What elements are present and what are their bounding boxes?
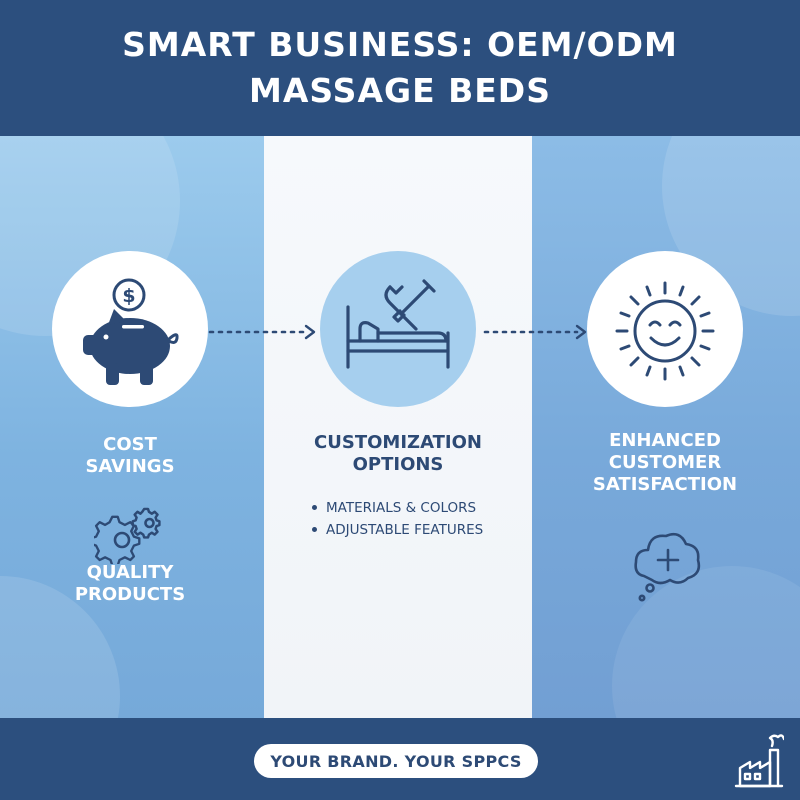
customization-label: CUSTOMIZATION OPTIONS [314,432,482,475]
content-area: $ [0,136,800,718]
bed-tools-icon [346,279,450,369]
factory-icon [734,734,784,788]
smiling-sun-icon [615,281,715,381]
header-banner: SMART BUSINESS: OEM/ODM MASSAGE BEDS [0,0,800,136]
bullet-adjustable-features: ADJUSTABLE FEATURES [312,519,483,541]
cost-savings-circle: $ [52,251,208,407]
satisfaction-label: ENHANCED CUSTOMER SATISFACTION [592,430,738,495]
title-line-2: MASSAGE BEDS [249,71,551,110]
title-line-1: SMART BUSINESS: OEM/ODM [122,25,678,64]
thought-bubble-plus-icon [634,532,701,602]
cost-savings-label: COST SAVINGS [85,434,175,477]
arrow-connector-2 [483,324,587,340]
footer-banner: YOUR BRAND. YOUR SPPCS [0,718,800,800]
customization-circle [320,251,476,407]
column-satisfaction [532,136,800,718]
quality-products-label: QUALITY PRODUCTS [74,562,186,605]
column-cost-savings [0,136,264,718]
gears-icon [94,507,161,564]
arrow-connector-1 [208,324,316,340]
satisfaction-circle [587,251,743,407]
column-customization [264,136,532,718]
bullet-materials-colors: MATERIALS & COLORS [312,497,483,519]
piggy-bank-icon: $ [83,278,179,385]
customization-bullets: MATERIALS & COLORS ADJUSTABLE FEATURES [312,497,483,541]
dollar-coin-icon: $ [112,278,146,312]
tagline-pill: YOUR BRAND. YOUR SPPCS [254,744,538,778]
svg-text:$: $ [122,285,135,307]
